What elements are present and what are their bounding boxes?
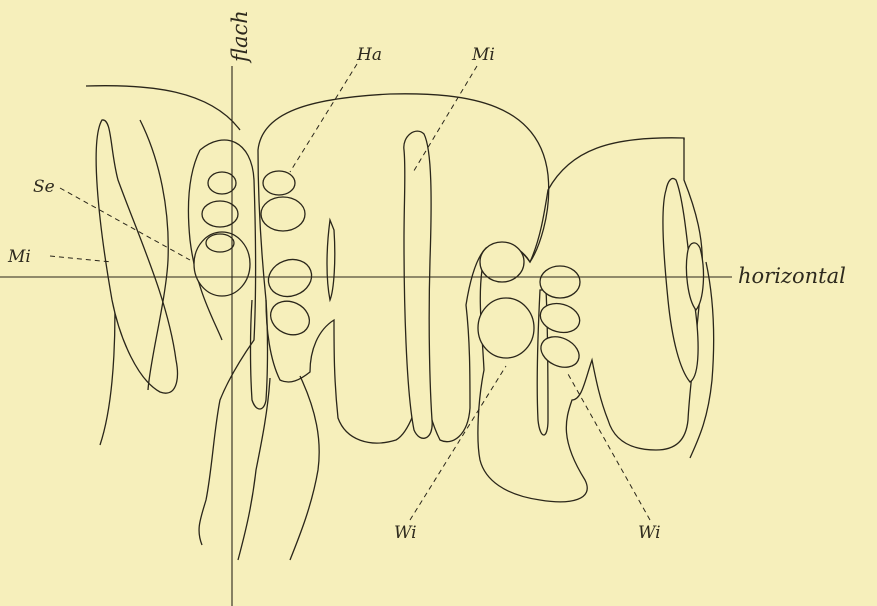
central-lower-stem (251, 300, 268, 409)
label-flach: flach (228, 10, 252, 64)
label-wi-left: Wi (394, 523, 417, 543)
leader-ha (290, 64, 357, 172)
label-horizontal: horizontal (738, 264, 846, 288)
central-cavity-mi (404, 131, 432, 438)
leader-mi-left (50, 256, 112, 262)
left-lumen (327, 220, 335, 300)
label-mi-top: Mi (471, 45, 495, 65)
tissue-stem-central (238, 376, 319, 560)
label-se: Se (33, 177, 55, 197)
right-organ-cluster (478, 242, 584, 373)
label-mi-left: Mi (7, 247, 31, 267)
label-wi-right: Wi (638, 523, 661, 543)
left-cavity-mi (96, 120, 177, 393)
label-ha: Ha (356, 45, 382, 65)
